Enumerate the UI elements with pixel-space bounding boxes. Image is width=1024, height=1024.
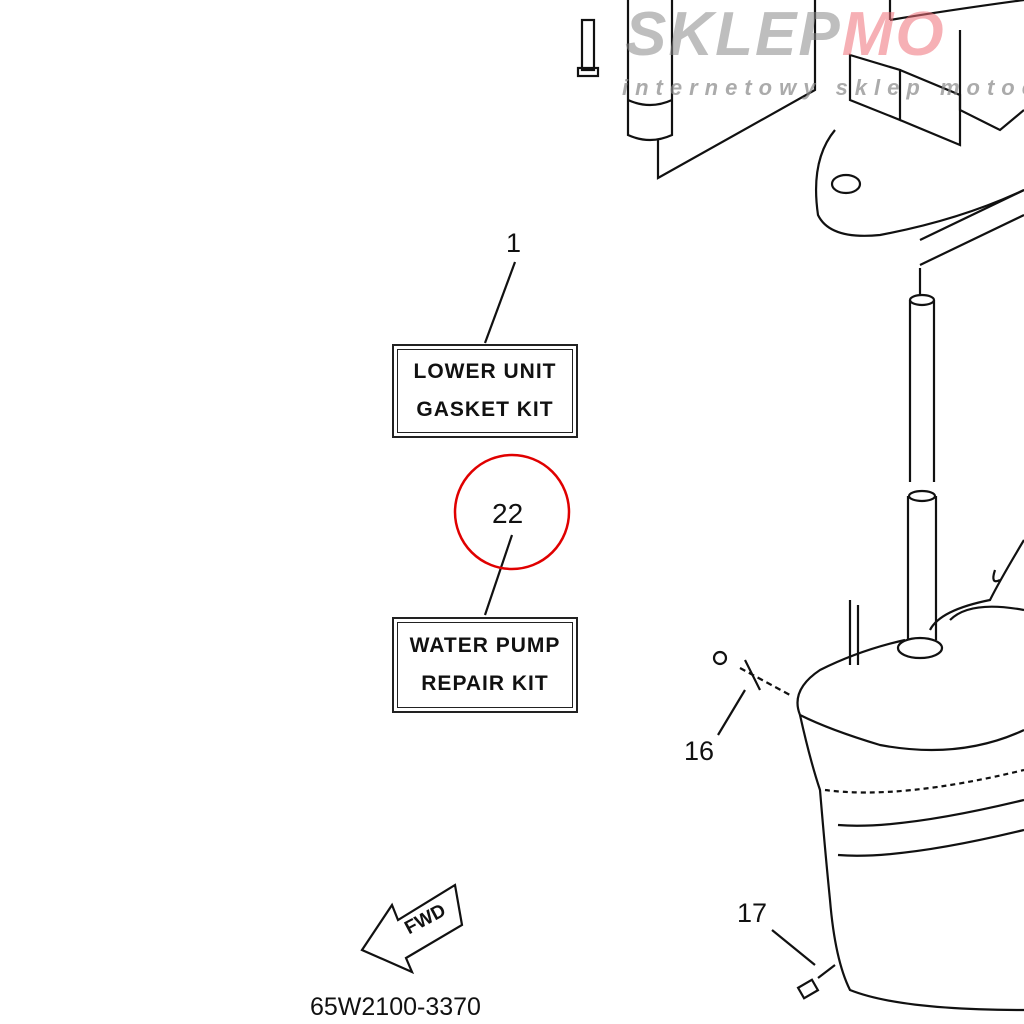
callout-22[interactable]: 22 <box>492 498 524 529</box>
upper-part-drawing <box>626 0 817 180</box>
watermark-logo: SKLEPMO <box>625 4 946 66</box>
kit-label-line: REPAIR KIT <box>421 672 549 695</box>
bolt-16-drawing <box>712 650 791 736</box>
kit-label-line: GASKET KIT <box>416 398 554 421</box>
watermark-tagline: internetowy sklep motocy <box>622 75 1024 100</box>
callout-16[interactable]: 16 <box>684 736 715 766</box>
leader-lines <box>483 261 517 616</box>
callout-17[interactable]: 17 <box>737 898 768 928</box>
lower-casing-drawing <box>796 539 1024 1012</box>
drive-shaft-drawing <box>896 268 944 660</box>
bolt-17-drawing <box>771 929 836 1000</box>
watermark-brand-red: MO <box>841 0 946 69</box>
highlight-circle <box>453 453 571 571</box>
drive-housing-drawing <box>815 0 1024 266</box>
kit-lower-unit-gasket[interactable]: LOWER UNIT GASKET KIT <box>392 344 578 438</box>
kit-water-pump-repair[interactable]: WATER PUMP REPAIR KIT <box>392 617 578 713</box>
fwd-arrow-icon <box>360 883 464 975</box>
kit-label-line: LOWER UNIT <box>413 360 557 383</box>
callout-1[interactable]: 1 <box>506 228 522 258</box>
bolt-drawing <box>576 18 600 78</box>
watermark-brand-gray: SKLEP <box>625 0 842 69</box>
kit-label-line: WATER PUMP <box>409 634 561 657</box>
diagram-code: 65W2100-3370 <box>310 993 481 1021</box>
